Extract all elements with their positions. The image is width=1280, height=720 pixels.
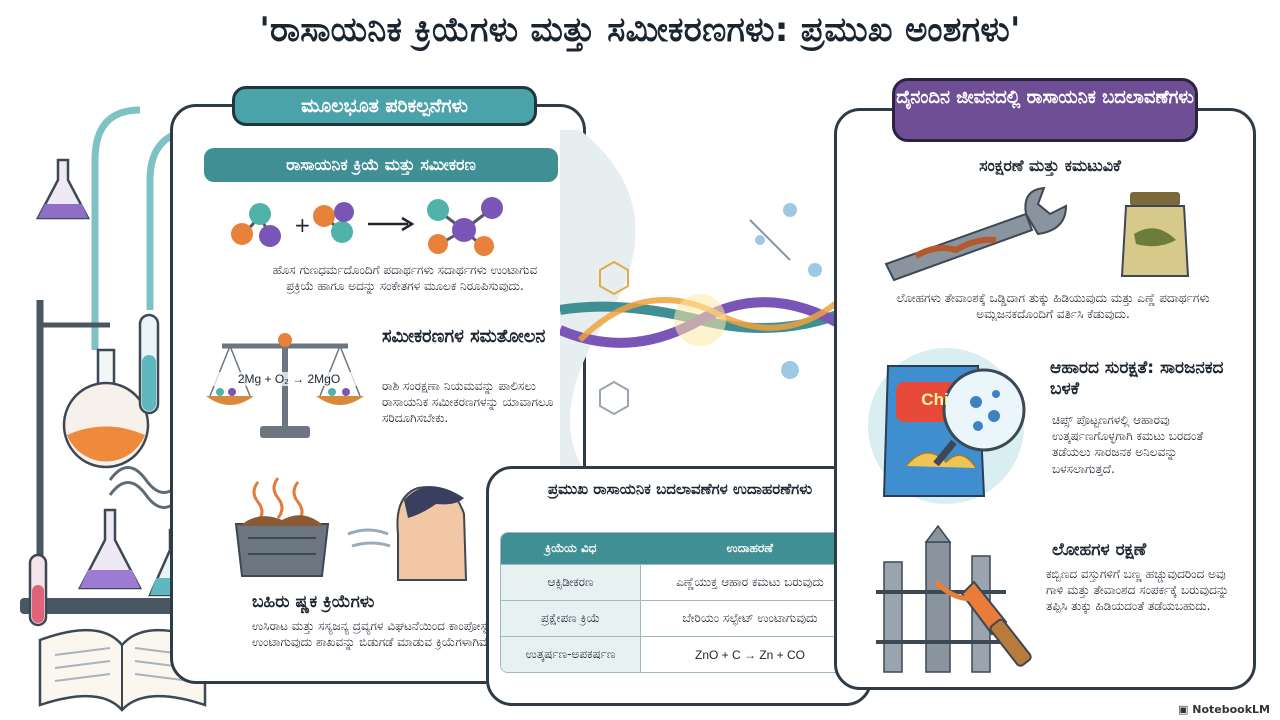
molecule-atom <box>259 225 281 247</box>
table-row: ಉತ್ಕರ್ಷಣ-ಅಪಕರ್ಷಣ ZnO + C → Zn + CO <box>501 636 859 672</box>
exothermic-title: ಬಹಿರು ಷ್ಣಕ ಕ್ರಿಯೆಗಳು <box>252 592 375 612</box>
dna-helix-illustration <box>560 130 850 490</box>
exothermic-description: ಉಸಿರಾಟ ಮತ್ತು ಸಸ್ಯಜನ್ಯ ದ್ರವ್ಯಗಳ ವಿಘಟನೆಯಿಂ… <box>252 619 492 650</box>
table-cell: ZnO + C → Zn + CO <box>640 636 859 672</box>
exothermic-illustration <box>234 477 468 581</box>
table-cell: ಬೇರಿಯಂ ಸಲ್ಫೇಟ್ ಉಂಟಾಗುವುದು <box>640 600 859 637</box>
molecule-atom <box>474 236 494 256</box>
notebook-icon: ▣ <box>1178 703 1193 716</box>
molecule-atom <box>313 205 335 227</box>
molecule-atom <box>452 218 476 242</box>
corrosion-description: ಲೋಹಗಳು ತೇವಾಂಶಕ್ಕೆ ಒಡ್ಡಿದಾಗ ತುಕ್ಕು ಹಿಡಿಯು… <box>896 291 1210 322</box>
table-cell: ಎಣ್ಣೆಯುಕ್ತ ಆಹಾರ ಕಮಟು ಬರುವುದು <box>640 564 859 601</box>
metal-protection-title: ಲೋಹಗಳ ರಕ್ಷಣೆ <box>1052 540 1147 560</box>
table-row: ಆಕ್ಸಿಡೀಕರಣ ಎಣ್ಣೆಯುಕ್ತ ಆಹಾರ ಕಮಟು ಬರುವುದು <box>501 564 859 601</box>
reaction-equation-subheader: ರಾಸಾಯನಿಕ ಕ್ರಿಯೆ ಮತ್ತು ಸಮೀಕರಣ <box>204 148 558 182</box>
table-cell: ಆಕ್ಸಿಡೀಕರಣ <box>501 564 641 601</box>
corrosion-title: ಸಂಕ್ಷರಣೆ ಮತ್ತು ಕಮಟುವಿಕೆ <box>979 156 1121 175</box>
balance-equation: 2Mg + O₂ → 2MgO <box>204 372 374 386</box>
fence-bar <box>925 541 951 673</box>
watermark-label: NotebookLM <box>1192 703 1270 716</box>
table-cell: ಉತ್ಕರ್ಷಣ-ಅಪಕರ್ಷಣ <box>501 636 641 672</box>
basic-concepts-header: ಮೂಲಭೂತ ಪರಿಕಲ್ಪನೆಗಳು <box>232 86 537 126</box>
molecule-atom <box>428 234 448 254</box>
table-header-type: ಕ್ರಿಯೆಯ ವಿಧ <box>501 533 641 565</box>
metal-protection-description: ಕಬ್ಬಿಣದ ವಸ್ತುಗಳಿಗೆ ಬಣ್ಣ ಹಚ್ಚುವುದರಿಂದ ಅವು… <box>1046 567 1229 614</box>
page-title: 'ರಾಸಾಯನಿಕ ಕ್ರಿಯೆಗಳು ಮತ್ತು ಸಮೀಕರಣಗಳು: ಪ್ರ… <box>259 10 1021 50</box>
molecule-node <box>783 203 797 217</box>
table-header-example: ಉದಾಹರಣೆ <box>640 533 859 565</box>
lab-apparatus-illustration <box>20 106 220 712</box>
magnifier-icon <box>942 368 1026 452</box>
chips-brand-label: Chi <box>921 390 949 409</box>
daily-life-header: ದೈನಂದಿನ ಜೀವನದಲ್ಲಿ ರಾಸಾಯನಿಕ ಬದಲಾವಣೆಗಳು <box>892 78 1198 142</box>
molecule-reaction-diagram: + <box>231 197 503 256</box>
jar-lid <box>1130 192 1180 206</box>
examples-table: ಕ್ರಿಯೆಯ ವಿಧ ಉದಾಹರಣೆ ಆಕ್ಸಿಡೀಕರಣ ಎಣ್ಣೆಯುಕ್… <box>500 532 860 673</box>
notebooklm-watermark: ▣ NotebookLM <box>1178 703 1270 716</box>
molecule-atom <box>427 199 449 221</box>
balance-title: ಸಮೀಕರಣಗಳ ಸಮತೋಲನ <box>382 326 546 347</box>
glow-spark <box>674 294 726 346</box>
table-cell: ಪ್ರಕ್ಷೇಪಣ ಕ್ರಿಯೆ <box>501 600 641 637</box>
benzene-ring-icon <box>599 260 629 296</box>
corrosion-illustration <box>884 186 1190 282</box>
balance-description: ರಾಶಿ ಸಂರಕ್ಷಣಾ ನಿಯಮವನ್ನು ಪಾಲಿಸಲು ರಾಸಾಯನಿಕ… <box>382 379 554 426</box>
paint-brush-icon <box>960 580 1008 636</box>
molecule-atom <box>481 197 503 219</box>
compost-bin-icon <box>234 523 330 577</box>
molecule-atom <box>249 203 271 225</box>
chips-packet-illustration <box>868 348 1026 504</box>
food-safety-title: ಆಹಾರದ ಸುರಕ್ಷತೆ: ಸಾರಜನಕದ ಬಳಕೆ <box>1050 358 1224 400</box>
molecule-atom <box>331 221 353 243</box>
examples-title: ಪ್ರಮುಖ ರಾಸಾಯನಿಕ ಬದಲಾವಣೆಗಳ ಉದಾಹರಣೆಗಳು <box>547 480 813 498</box>
molecule-atom <box>334 202 354 222</box>
reaction-description: ಹೊಸ ಗುಣಧರ್ಮದೊಂದಿಗೆ ಪದಾರ್ಥಗಳು ಸದಾರ್ಥಗಳು ಉ… <box>272 263 538 294</box>
balance-scale-icon <box>206 333 364 438</box>
fence-bar <box>883 561 903 673</box>
table-row: ಪ್ರಕ್ಷೇಪಣ ಕ್ರಿಯೆ ಬೇರಿಯಂ ಸಲ್ಫೇಟ್ ಉಂಟಾಗುವು… <box>501 600 859 637</box>
molecule-atom <box>231 223 253 245</box>
painted-fence-illustration <box>876 524 1032 673</box>
food-safety-description: ಚಿಪ್ಸ್ ಪೊಟ್ಟಣಗಳಲ್ಲಿ ಆಹಾರವು ಉತ್ಕರ್ಷಣಗೊಳ್ಳ… <box>1052 413 1204 476</box>
heat-wave-icon <box>252 481 264 523</box>
plus-sign: + <box>294 213 311 237</box>
